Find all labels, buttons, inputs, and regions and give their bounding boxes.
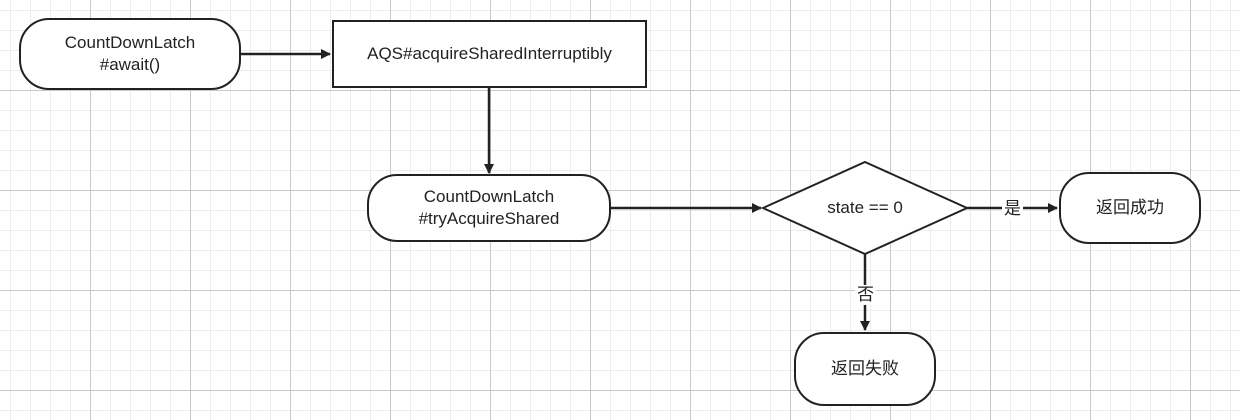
- edge-label-no: 否: [855, 285, 876, 305]
- decision-diamond-shape: [760, 160, 970, 256]
- node-await-line-2: #await(): [99, 55, 161, 74]
- node-failure-label: 返回失败: [831, 359, 899, 378]
- node-return-failure: 返回失败: [794, 332, 936, 406]
- node-try-acquire-label: CountDownLatch #tryAcquireShared: [419, 186, 560, 230]
- node-countdownlatch-try-acquire-shared: CountDownLatch #tryAcquireShared: [367, 174, 611, 242]
- node-countdownlatch-await: CountDownLatch #await(): [19, 18, 241, 90]
- decision-label: state == 0: [827, 198, 903, 217]
- node-try-acquire-line-1: CountDownLatch: [423, 187, 555, 206]
- node-acquire-label: AQS#acquireSharedInterruptibly: [367, 44, 612, 63]
- node-await-line-1: CountDownLatch: [64, 33, 196, 52]
- decision-state-equals-zero: state == 0: [763, 162, 967, 254]
- node-aqs-acquire-shared-interruptibly: AQS#acquireSharedInterruptibly: [332, 20, 647, 88]
- node-countdownlatch-await-label: CountDownLatch #await(): [65, 32, 195, 76]
- edge-label-yes: 是: [1002, 199, 1023, 219]
- node-return-success: 返回成功: [1059, 172, 1201, 244]
- node-try-acquire-line-2: #tryAcquireShared: [418, 209, 560, 228]
- node-success-label: 返回成功: [1096, 198, 1164, 217]
